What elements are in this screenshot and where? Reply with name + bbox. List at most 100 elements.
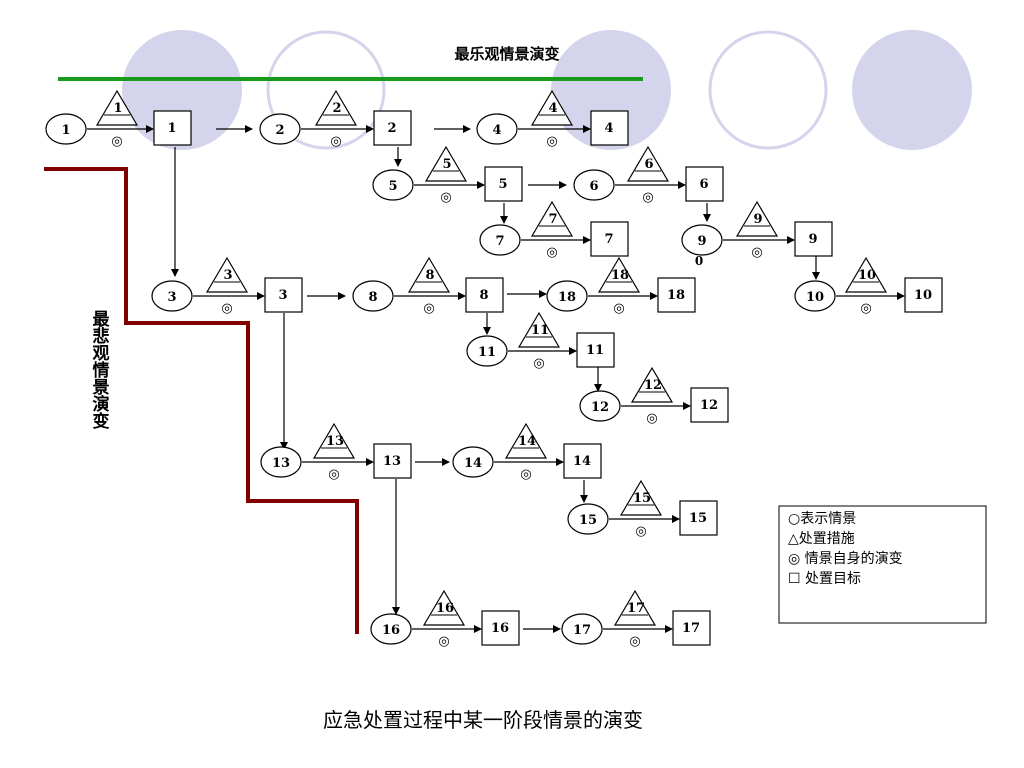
self-evolution-mark: ◎: [635, 524, 646, 539]
target-label: 11: [586, 343, 604, 358]
pessimistic-title-char: 观: [92, 344, 110, 364]
scenario-ellipse: [546, 280, 588, 312]
measure-label: 12: [644, 378, 662, 393]
scenario-ellipse: [561, 613, 603, 645]
decor-circle-filled: [122, 30, 242, 150]
decor-circle-outline: [708, 30, 828, 150]
scenario-ellipse: [260, 446, 302, 478]
scenario-ellipse: [452, 446, 494, 478]
decor-circle-filled: [852, 30, 972, 150]
decor-circle-filled: [551, 30, 671, 150]
target-label: 4: [604, 121, 613, 136]
pessimistic-title-char: 最: [93, 310, 111, 330]
target-label: 3: [278, 288, 287, 303]
measure-label: 9: [753, 212, 762, 227]
scenario-cluster-13: 13 13 ◎ 13: [260, 422, 412, 482]
pessimistic-title-char: 情: [93, 360, 110, 381]
scenario-label: 13: [272, 456, 290, 471]
scenario-label: 17: [573, 623, 591, 638]
legend-frame: [778, 505, 987, 624]
target-box: [465, 277, 504, 313]
scenario-label: 1: [61, 123, 70, 138]
measure-triangle: [422, 589, 466, 626]
pessimistic-title-char: 景: [93, 378, 110, 398]
pessimistic-line: [44, 167, 359, 634]
target-label: 5: [498, 177, 507, 192]
measure-triangle: [424, 145, 468, 182]
scenario-ellipse: [479, 224, 521, 256]
scenario-ellipse: [567, 503, 609, 535]
measure-triangle: [735, 200, 779, 237]
scenario-cluster-4: 44◎4: [476, 89, 629, 149]
scenario-label: 16: [382, 623, 400, 638]
measure-triangle: [613, 589, 657, 626]
scenario-ellipse: [45, 113, 87, 145]
self-evolution-mark: ◎: [520, 467, 531, 482]
scenario-label: 3: [167, 290, 176, 305]
pessimistic-title-char: 演: [93, 394, 110, 415]
target-label: 18: [667, 288, 685, 303]
scenario-cluster-8: 88◎8: [352, 256, 504, 316]
target-label: 8: [479, 288, 488, 303]
target-label: 9: [808, 232, 817, 247]
measure-triangle: [407, 256, 451, 293]
measure-triangle: [626, 145, 670, 182]
target-label: 16: [491, 621, 509, 636]
self-evolution-mark: ◎: [613, 301, 624, 316]
scenario-ellipse: [259, 113, 301, 145]
measure-triangle: [504, 422, 548, 459]
target-label: 14: [573, 454, 591, 469]
target-label: 17: [682, 621, 700, 636]
scenario-label: 2: [275, 123, 284, 138]
connector-edges: [171, 125, 820, 633]
legend-item-self-evolution: ◎ 情景自身的演变: [788, 551, 903, 567]
target-box: [576, 332, 615, 368]
scenario-label: 5: [388, 179, 397, 194]
self-evolution-mark: ◎: [221, 301, 232, 316]
self-evolution-mark: ◎: [438, 634, 449, 649]
scenario-label: 9: [697, 234, 706, 249]
measure-label: 13: [326, 434, 344, 449]
target-label: 1: [167, 121, 176, 136]
target-label: 10: [914, 288, 932, 303]
target-label: 13: [383, 454, 401, 469]
scenario-label: 12: [591, 400, 609, 415]
scenario-label: 8: [368, 290, 377, 305]
scenario-ellipse: [372, 169, 414, 201]
scenario-cluster-1: 11◎1: [45, 89, 192, 149]
scenario-cluster-6: 66◎6: [573, 145, 724, 205]
scenario-cluster-7: 77◎7: [479, 200, 629, 260]
scenario-ellipse: [794, 280, 836, 312]
target-box: [373, 443, 412, 479]
measure-label: 5: [442, 157, 451, 172]
self-evolution-mark: ◎: [330, 134, 341, 149]
measure-triangle: [597, 256, 641, 293]
measure-label: 7: [548, 212, 557, 227]
self-evolution-mark: ◎: [111, 134, 122, 149]
self-evolution-mark: ◎: [533, 356, 544, 371]
legend-item-measure: △处置措施: [788, 531, 855, 547]
target-box: [563, 443, 602, 479]
measure-label: 17: [627, 601, 645, 616]
self-evolution-mark: ◎: [642, 190, 653, 205]
target-box: [904, 277, 943, 313]
target-label: 12: [700, 398, 718, 413]
scenario-ellipse: [573, 169, 615, 201]
scenario-label: 10: [806, 290, 824, 305]
target-box: [794, 221, 833, 257]
measure-triangle: [630, 366, 674, 403]
self-evolution-mark: ◎: [328, 467, 339, 482]
measure-label: 14: [518, 434, 536, 449]
measure-label: 10: [858, 268, 876, 283]
target-label: 2: [387, 121, 396, 136]
scenario-label: 11: [478, 345, 496, 360]
target-box: [685, 166, 724, 202]
